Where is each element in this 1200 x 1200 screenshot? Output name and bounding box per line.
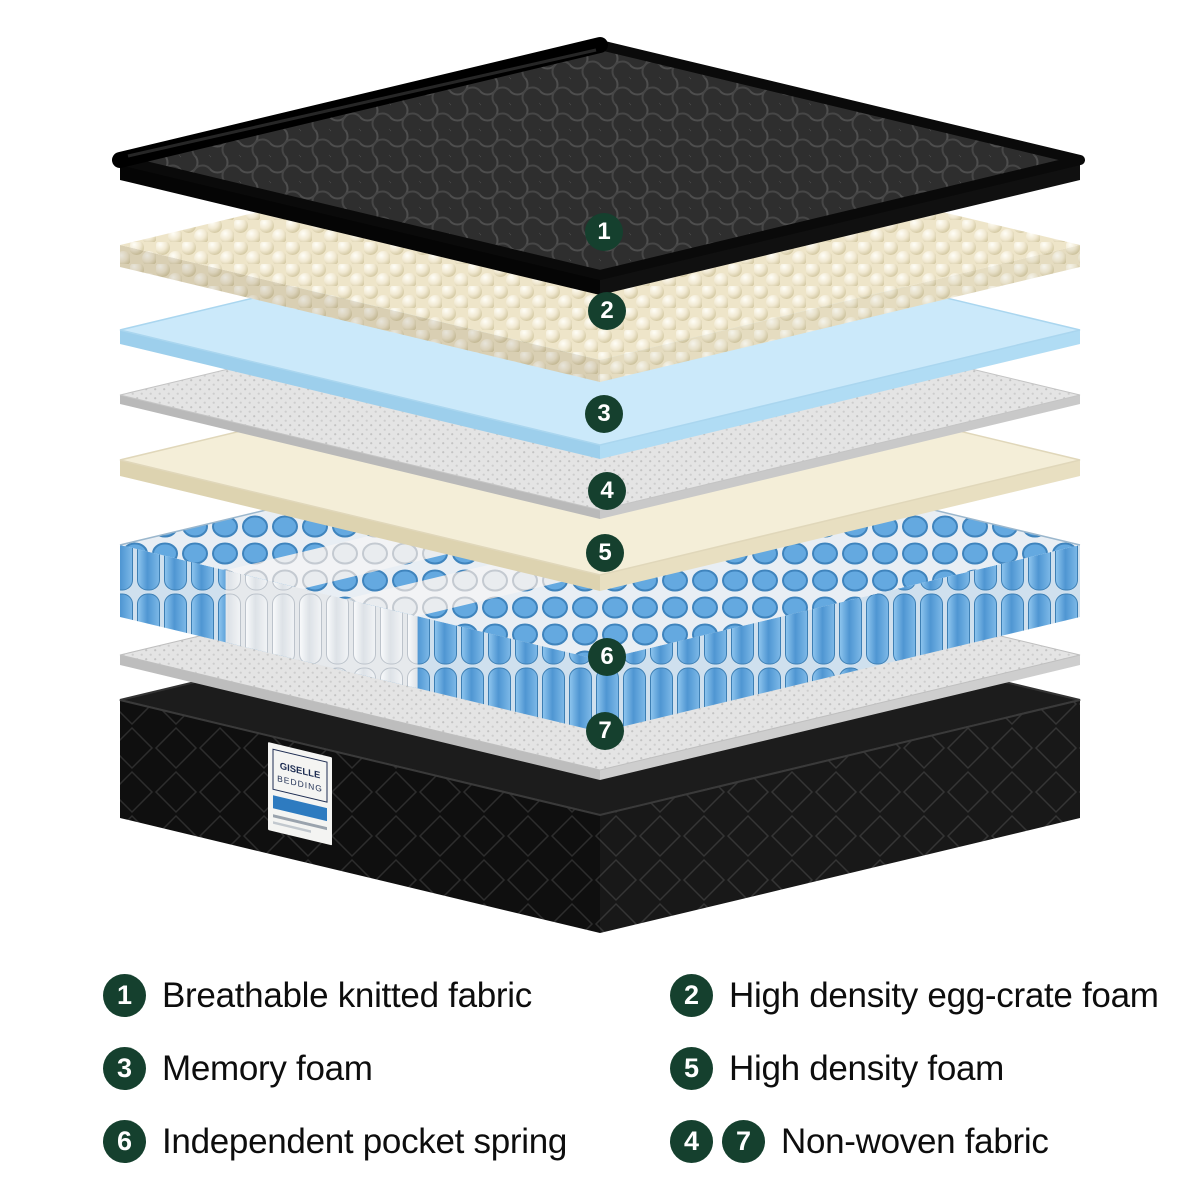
legend-badge-group: 4 7 xyxy=(670,1120,765,1163)
legend-item-nonwoven-fabric: 4 7 Non-woven fabric xyxy=(670,1120,1049,1163)
legend-item-high-density-foam: 5 High density foam xyxy=(670,1047,1004,1090)
legend-row-3: 6 Independent pocket spring 4 7 Non-wove… xyxy=(103,1120,1200,1163)
layer-badge-5: 5 xyxy=(586,534,624,572)
legend-label-high-density-foam: High density foam xyxy=(729,1048,1005,1088)
legend-badge-7: 7 xyxy=(722,1120,765,1163)
legend-row-2: 3 Memory foam 5 High density foam xyxy=(103,1047,1200,1090)
layer-badge-6: 6 xyxy=(588,638,626,676)
legend-label-knitted-fabric: Breathable knitted fabric xyxy=(162,975,532,1015)
legend-badge-6: 6 xyxy=(103,1120,146,1163)
legend-label-nonwoven-fabric: Non-woven fabric xyxy=(781,1121,1049,1161)
legend-label-pocket-spring: Independent pocket spring xyxy=(162,1121,568,1161)
legend-item-memory-foam: 3 Memory foam xyxy=(103,1047,670,1090)
layer-badge-7: 7 xyxy=(586,712,624,750)
layer-badge-1: 1 xyxy=(585,213,623,251)
legend: 1 Breathable knitted fabric 2 High densi… xyxy=(0,974,1200,1163)
legend-label-memory-foam: Memory foam xyxy=(162,1048,373,1088)
legend-badge-5: 5 xyxy=(670,1047,713,1090)
layer-badge-2: 2 xyxy=(588,292,626,330)
legend-badge-3: 3 xyxy=(103,1047,146,1090)
legend-item-knitted-fabric: 1 Breathable knitted fabric xyxy=(103,974,670,1017)
legend-label-egg-crate-foam: High density egg-crate foam xyxy=(729,975,1159,1015)
brand-label: GISELLE BEDDING xyxy=(268,742,332,846)
layer-1-knitted-fabric xyxy=(112,37,1085,295)
mattress-illustration: GISELLE BEDDING xyxy=(112,37,1085,933)
legend-row-1: 1 Breathable knitted fabric 2 High densi… xyxy=(103,974,1200,1017)
legend-badge-1: 1 xyxy=(103,974,146,1017)
legend-item-egg-crate-foam: 2 High density egg-crate foam xyxy=(670,974,1159,1017)
layer-badge-4: 4 xyxy=(588,472,626,510)
legend-badge-4: 4 xyxy=(670,1120,713,1163)
legend-badge-2: 2 xyxy=(670,974,713,1017)
legend-item-pocket-spring: 6 Independent pocket spring xyxy=(103,1120,670,1163)
layer-badge-3: 3 xyxy=(585,395,623,433)
